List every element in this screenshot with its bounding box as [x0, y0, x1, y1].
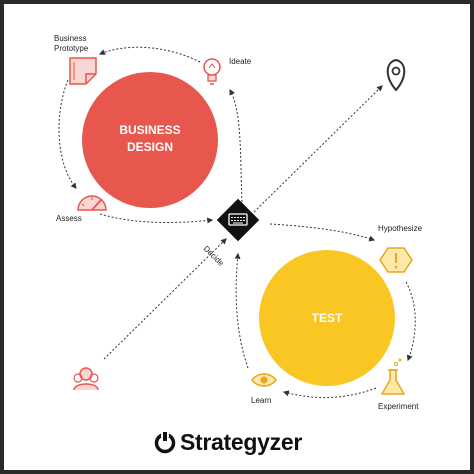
strategyzer-logo-icon [154, 431, 176, 453]
test-title: TEST [311, 311, 343, 325]
map-pin-icon [386, 58, 406, 92]
loop-experiment-to-learn [282, 387, 377, 399]
business-design-circle [82, 72, 218, 208]
process-diagram [58, 46, 416, 399]
decide-node [216, 198, 260, 242]
keyboard-icon [228, 213, 248, 226]
loop-decide-to-ideate [229, 88, 243, 203]
learn-label: Learn [251, 396, 272, 405]
business-prototype-label: Business Prototype [54, 34, 89, 53]
diagram-canvas: BUSINESS DESIGN TEST Business Prototype … [4, 4, 470, 470]
experiment-label: Experiment [378, 402, 419, 411]
brand-name: Strategyzer [180, 429, 302, 455]
test-circle [259, 250, 395, 386]
loop-assess-to-decide [99, 213, 214, 224]
hypothesize-label: Hypothesize [378, 224, 423, 233]
loop-learn-to-decide [234, 252, 249, 369]
loop-ideate-to-prototype [98, 46, 201, 63]
diagonal-path-upper [253, 85, 383, 213]
loop-hypothesize-to-experiment [405, 281, 416, 362]
people-icon [73, 367, 99, 391]
diagonal-path-lower [103, 238, 227, 360]
strategyzer-logo: Strategyzer [154, 429, 302, 456]
flask-icon [380, 358, 406, 395]
assess-label: Assess [56, 214, 82, 223]
loop-prototype-to-assess [58, 79, 77, 189]
document-icon [69, 57, 97, 85]
ideate-label: Ideate [229, 57, 252, 66]
gauge-icon [77, 195, 107, 211]
warning-icon [379, 247, 413, 273]
lightbulb-icon [203, 58, 221, 85]
loop-decide-to-hypothesize [269, 223, 376, 242]
business-design-title: BUSINESS DESIGN [119, 123, 181, 154]
eye-icon [251, 373, 277, 387]
